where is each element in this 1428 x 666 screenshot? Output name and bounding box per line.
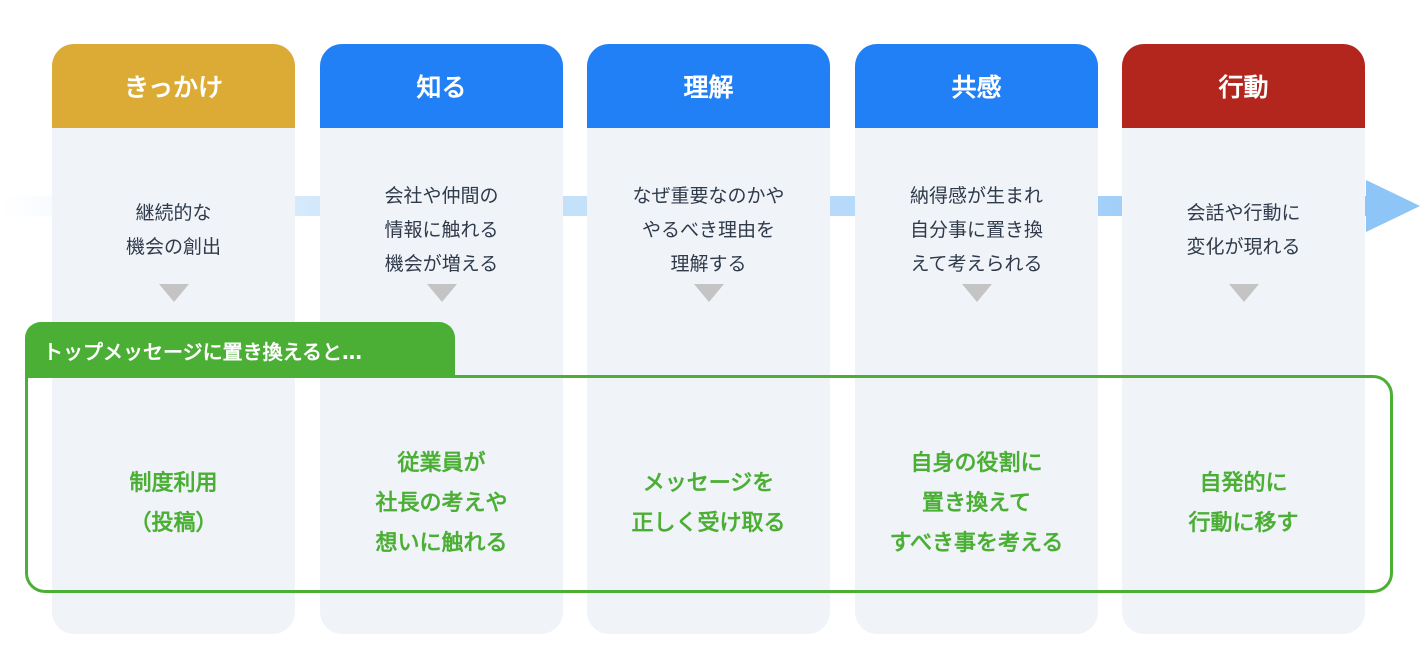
down-triangle-icon <box>427 284 457 302</box>
step-title: 共感 <box>855 44 1098 128</box>
down-triangle-icon <box>159 284 189 302</box>
down-triangle-icon <box>694 284 724 302</box>
step-description: 継続的な 機会の創出 <box>125 202 221 258</box>
step-description: 納得感が生まれ 自分事に置き換 えて考えられる <box>909 185 1043 275</box>
step-message: 制度利用 （投稿） <box>129 471 218 536</box>
step-message: 自発的に 行動に移す <box>1188 471 1299 536</box>
step-card-kodo: 行動 会話や行動に 変化が現れる 自発的に 行動に移す <box>1122 44 1365 634</box>
step-message: 従業員が 社長の考えや 想いに触れる <box>375 451 508 556</box>
step-title: 知る <box>320 44 563 128</box>
step-message: メッセージを 正しく受け取る <box>631 471 786 536</box>
step-message: 自身の役割に 置き換えて すべき事を考える <box>889 451 1064 556</box>
step-title: 行動 <box>1122 44 1365 128</box>
down-triangle-icon <box>1229 284 1259 302</box>
step-title: きっかけ <box>52 44 295 128</box>
step-description: 会話や行動に 変化が現れる <box>1186 202 1301 258</box>
down-triangle-icon <box>962 284 992 302</box>
step-description: 会社や仲間の 情報に触れる 機会が増える <box>384 185 499 275</box>
step-title: 理解 <box>587 44 830 128</box>
step-description: なぜ重要なのかや やるべき理由を 理解する <box>632 185 785 275</box>
step-card-kyokan: 共感 納得感が生まれ 自分事に置き換 えて考えられる 自身の役割に 置き換えて … <box>855 44 1098 634</box>
top-message-tag: トップメッセージに置き換えると… <box>25 322 455 378</box>
step-card-rikai: 理解 なぜ重要なのかや やるべき理由を 理解する メッセージを 正しく受け取る <box>587 44 830 634</box>
flow-arrow-icon <box>1366 180 1420 232</box>
